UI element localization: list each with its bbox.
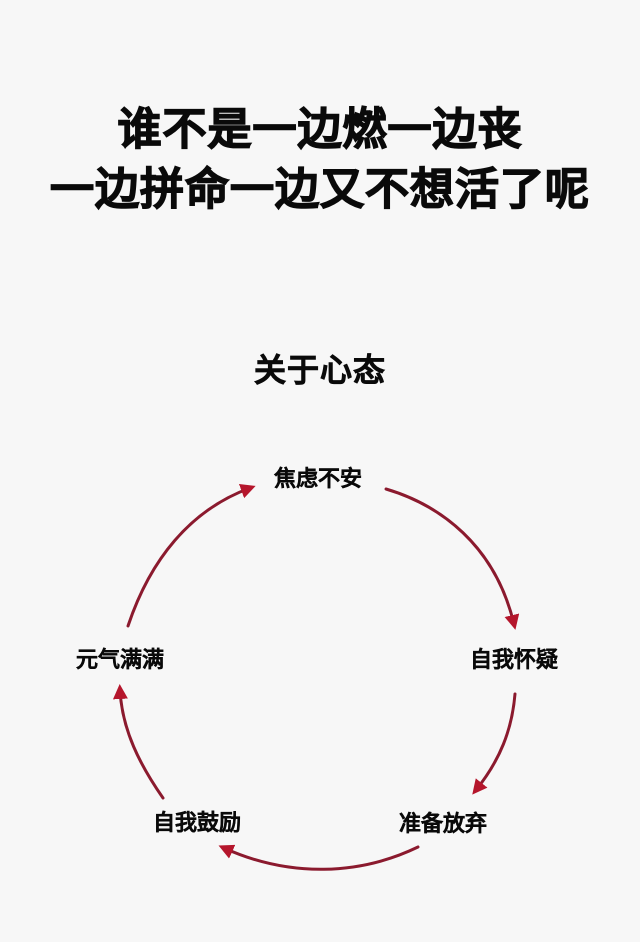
arrow-self-encourage-to-energized <box>112 684 165 800</box>
node-give-up: 准备放弃 <box>398 812 488 837</box>
arrow-energized-to-anxious <box>126 484 256 628</box>
headline-line-2: 一边拼命一边又不想活了呢 <box>49 163 590 215</box>
node-self-doubt: 自我怀疑 <box>469 648 559 673</box>
section-title: 关于心态 <box>253 351 386 390</box>
arrow-anxious-to-self-doubt <box>384 487 520 630</box>
node-anxious: 焦虑不安 <box>273 467 363 492</box>
node-self-encourage: 自我鼓励 <box>152 811 242 836</box>
arrow-give-up-to-self-encourage <box>218 844 420 871</box>
headline-line-1: 谁不是一边燃一边丧 <box>117 103 523 155</box>
node-energized: 元气满满 <box>75 648 165 673</box>
arrow-self-doubt-to-give-up <box>472 692 517 795</box>
